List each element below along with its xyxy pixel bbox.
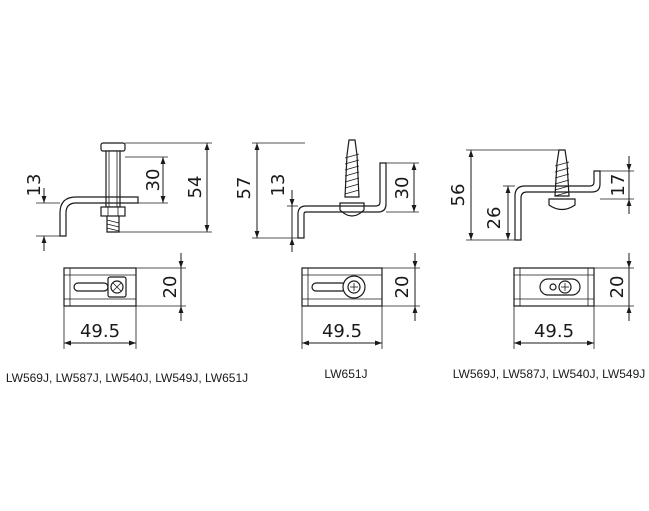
dim-height-13: 13 [268, 174, 289, 197]
bracket-plan-view-3: 20 49.5 [513, 253, 634, 349]
dim-length-49-5: 49.5 [80, 321, 120, 342]
dim-height-56: 56 [448, 184, 469, 207]
figure-2: 57 13 30 [234, 139, 420, 381]
figure-3: 56 26 17 [448, 149, 646, 381]
dim-height-13: 13 [24, 174, 45, 197]
bracket-side-view-2: 57 13 30 [234, 139, 419, 252]
figure-1: 13 30 54 [6, 142, 248, 385]
dim-height-57: 57 [234, 177, 255, 200]
dim-width-20: 20 [160, 276, 181, 299]
dim-width-20: 20 [607, 276, 628, 299]
dim-length-49-5: 49.5 [322, 321, 362, 342]
dim-width-20: 20 [392, 276, 413, 299]
dim-height-54: 54 [185, 176, 206, 199]
dim-length-49-5: 49.5 [534, 321, 574, 342]
dim-height-26: 26 [484, 207, 505, 230]
bracket-side-view-1: 13 30 54 [24, 142, 212, 251]
dim-height-30: 30 [143, 169, 164, 192]
caption-figure-3: LW569J, LW587J, LW540J, LW549J [453, 367, 646, 381]
bracket-side-view-3: 56 26 17 [448, 149, 634, 241]
caption-figure-1: LW569J, LW587J, LW540J, LW549J, LW651J [6, 371, 248, 385]
dim-height-17: 17 [608, 174, 629, 197]
caption-figure-2: LW651J [324, 367, 367, 381]
bracket-plan-view-2: 20 49.5 [301, 253, 420, 349]
bracket-plan-view-1: 20 49.5 [63, 253, 186, 349]
dim-height-30: 30 [392, 177, 413, 200]
